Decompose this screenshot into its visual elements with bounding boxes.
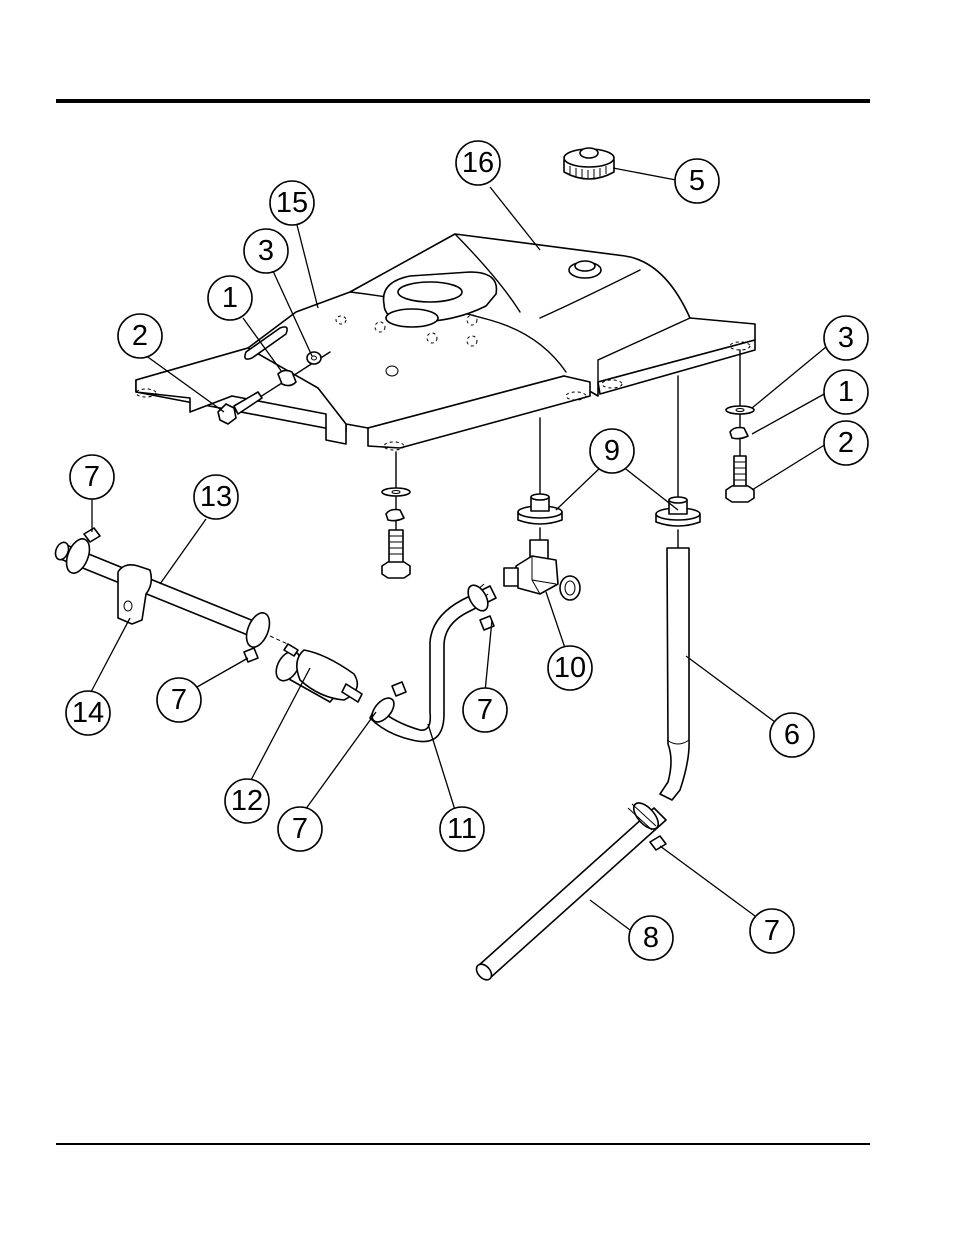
callout-7-center: 7 <box>463 688 507 732</box>
svg-text:2: 2 <box>838 427 854 459</box>
fuel-hose-6 <box>660 530 689 800</box>
callout-7-upper-left: 7 <box>70 455 114 499</box>
callout-13: 13 <box>194 475 238 519</box>
callout-7-lower-right: 7 <box>750 909 794 953</box>
callout-15: 15 <box>270 181 314 225</box>
callout-8: 8 <box>629 916 673 960</box>
svg-text:14: 14 <box>72 697 104 729</box>
callout-7-lower-middle: 7 <box>278 807 322 851</box>
svg-text:12: 12 <box>231 785 263 817</box>
svg-text:7: 7 <box>764 915 780 947</box>
callout-12: 12 <box>225 779 269 823</box>
svg-text:8: 8 <box>643 922 659 954</box>
callout-1-right: 1 <box>824 370 868 414</box>
callout-16: 16 <box>456 141 500 185</box>
callout-2-upper-left: 2 <box>118 314 162 358</box>
callout-9: 9 <box>590 429 634 473</box>
svg-text:7: 7 <box>292 813 308 845</box>
mounting-bracket <box>118 565 151 624</box>
callout-3-upper-left: 3 <box>244 229 288 273</box>
callout-5: 5 <box>675 159 719 203</box>
svg-text:3: 3 <box>258 235 274 267</box>
svg-text:1: 1 <box>838 376 854 408</box>
svg-text:16: 16 <box>462 147 494 179</box>
callout-7-middle-left: 7 <box>157 678 201 722</box>
fuel-valve <box>504 528 580 600</box>
svg-text:15: 15 <box>276 187 308 219</box>
callout-10: 10 <box>548 646 592 690</box>
fuel-line-13 <box>53 528 292 662</box>
callout-14: 14 <box>66 691 110 735</box>
svg-text:7: 7 <box>171 684 187 716</box>
right-fastener-set <box>726 350 754 502</box>
callout-3-right: 3 <box>824 316 868 360</box>
svg-text:3: 3 <box>838 322 854 354</box>
flat-washer <box>307 352 321 364</box>
svg-text:9: 9 <box>604 435 620 467</box>
fuel-filter <box>271 644 362 702</box>
fuel-tank <box>136 234 755 432</box>
svg-text:13: 13 <box>200 481 232 513</box>
fuel-cap <box>564 148 614 179</box>
svg-text:5: 5 <box>689 165 705 197</box>
svg-text:11: 11 <box>447 813 477 845</box>
svg-text:6: 6 <box>784 719 800 751</box>
callout-2-right: 2 <box>824 421 868 465</box>
callout-6: 6 <box>770 713 814 757</box>
callout-1-upper-left: 1 <box>208 276 252 320</box>
svg-text:7: 7 <box>477 694 493 726</box>
center-fastener-set <box>382 452 410 578</box>
svg-text:10: 10 <box>554 652 586 684</box>
callout-11: 11 <box>440 807 484 851</box>
svg-text:2: 2 <box>132 320 148 352</box>
svg-text:1: 1 <box>222 282 238 314</box>
svg-text:7: 7 <box>84 461 100 493</box>
